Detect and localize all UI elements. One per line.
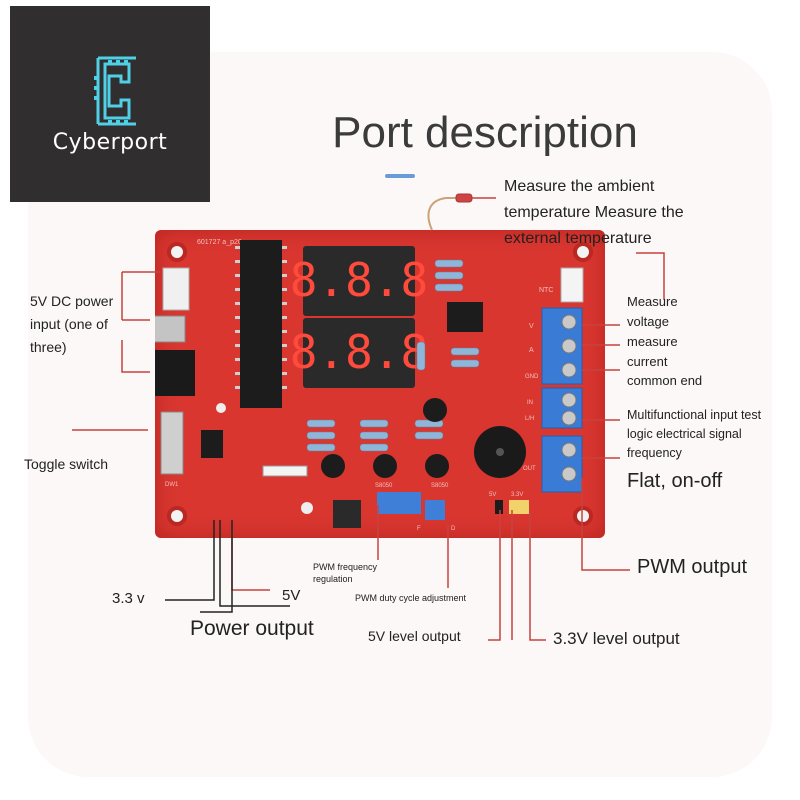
leader-3v3-level <box>529 510 546 641</box>
svg-text:DW1: DW1 <box>165 482 179 488</box>
svg-text:GND: GND <box>525 374 539 380</box>
page-title: Port description <box>332 108 638 157</box>
svg-text:IN: IN <box>527 400 533 406</box>
svg-text:A: A <box>529 347 534 354</box>
jst-connector <box>162 267 190 311</box>
svg-text:OUT: OUT <box>523 466 536 472</box>
leader-ntc-right <box>636 252 665 300</box>
pin-33v <box>509 500 529 514</box>
label-measure-voltage: Measure voltage <box>627 294 678 329</box>
board-components: 601727 a_p20 8.8.8 8.8.8 S805 <box>145 239 593 532</box>
transistor <box>423 398 447 422</box>
usb-port <box>150 315 186 343</box>
label-dc-input: 5V DC power input (one of three) <box>30 293 114 355</box>
opamp-chip <box>447 302 483 332</box>
pcb-board: 601727 a_p20 8.8.8 8.8.8 S805 <box>145 230 605 538</box>
label-pwm-output: PWM output <box>637 556 748 578</box>
transistor <box>373 454 397 478</box>
title-underline <box>385 174 415 178</box>
leader-5v-level <box>488 510 501 641</box>
stylized-c-icon <box>94 56 136 126</box>
label-5v: 5V <box>282 587 301 604</box>
leader-5v <box>231 520 270 591</box>
label-ntc-temperature: Measure the ambient temperature Measure … <box>504 178 684 247</box>
label-flat-on-off: Flat, on-off <box>627 470 723 492</box>
push-button <box>333 500 361 528</box>
potentiometer <box>377 492 421 514</box>
label-toggle-switch: Toggle switch <box>24 456 109 472</box>
svg-text:F: F <box>417 526 421 532</box>
svg-text:5V: 5V <box>489 492 496 498</box>
label-5v-level: 5V level output <box>368 628 461 644</box>
label-pwm-duty: PWM duty cycle adjustment <box>355 593 467 603</box>
trimmer <box>425 500 445 520</box>
pin-header <box>262 465 308 477</box>
transistor <box>425 454 449 478</box>
cyberport-logo: Cyberport <box>10 6 210 202</box>
label-3v3: 3.3 v <box>112 590 145 607</box>
toggle-switch-body <box>160 411 184 475</box>
mount-hole <box>167 242 187 262</box>
label-3v3-level: 3.3V level output <box>553 629 680 648</box>
svg-text:V: V <box>529 323 534 330</box>
display-bottom-digits: 8.8.8 <box>290 325 428 379</box>
logo-wordmark: Cyberport <box>52 130 168 155</box>
display-top <box>303 246 415 316</box>
leader-33v <box>165 520 215 601</box>
mount-hole <box>573 506 593 526</box>
label-common-end: common end <box>627 373 703 388</box>
terminal-blocks <box>541 307 583 493</box>
ntc-connector <box>560 267 584 303</box>
ntc-probe <box>427 193 473 231</box>
microcontroller-chip <box>240 240 282 408</box>
leader-pwm <box>581 478 630 571</box>
led <box>301 502 313 514</box>
leader-dc-input <box>121 271 160 373</box>
label-power-output: Power output <box>190 617 314 640</box>
board-code: 601727 a_p20 <box>197 239 242 246</box>
svg-text:S8050: S8050 <box>431 483 449 489</box>
pin-5v <box>495 500 503 514</box>
label-multifunctional-input: Multifunctional input test logic electri… <box>627 408 762 460</box>
mount-hole <box>167 506 187 526</box>
display-top-digits: 8.8.8 <box>290 253 428 307</box>
svg-text:S8050: S8050 <box>375 483 393 489</box>
label-measure-current: measure current <box>627 334 678 369</box>
mount-hole <box>573 242 593 262</box>
svg-text:NTC: NTC <box>539 287 553 294</box>
label-pwm-frequency: PWM frequency regulation <box>313 562 378 584</box>
voltage-regulator <box>201 430 223 458</box>
svg-text:D: D <box>451 526 456 532</box>
transistor <box>321 454 345 478</box>
led <box>216 403 226 413</box>
svg-text:L/H: L/H <box>525 416 534 422</box>
display-bottom <box>303 318 415 388</box>
svg-text:3.3V: 3.3V <box>511 492 523 498</box>
